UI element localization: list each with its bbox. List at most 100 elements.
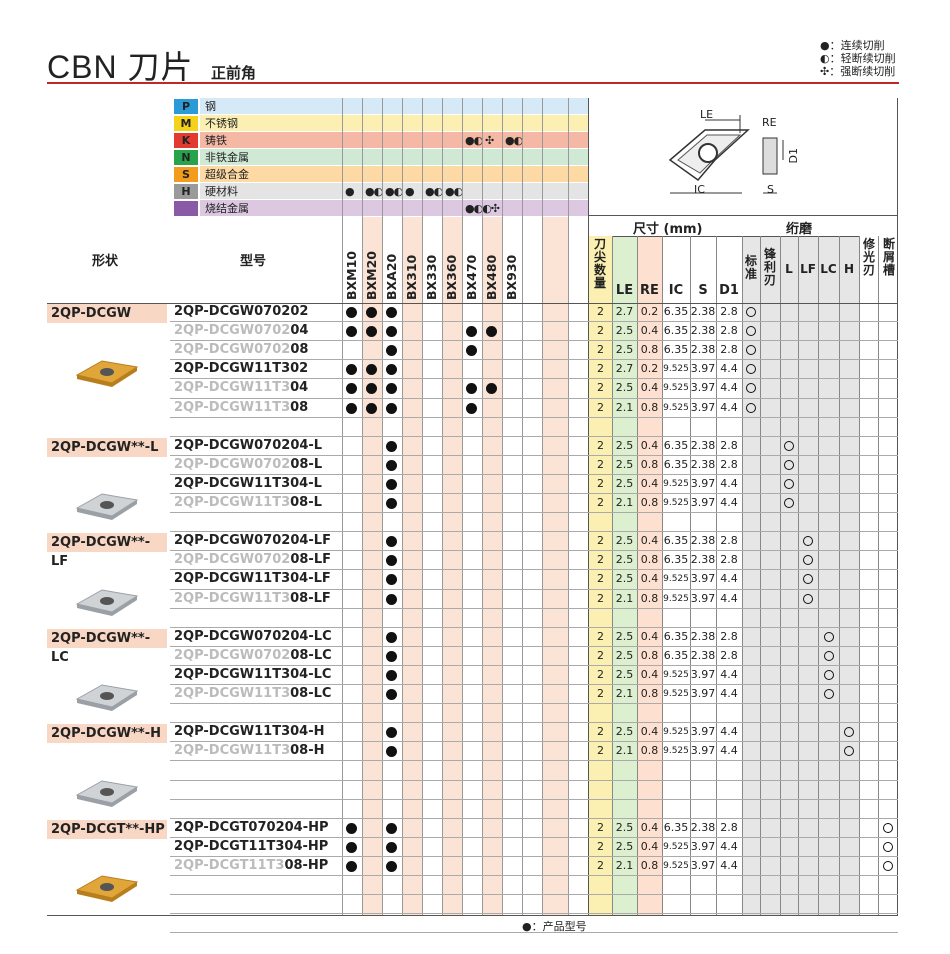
ic-value: 6.35 [663,305,689,318]
tip-value: 2 [597,591,604,605]
model-number: 2QP-DCGW070202 [174,304,309,319]
availability-dot [386,860,397,872]
le-value: 2.7 [615,305,634,318]
availability-dot [346,326,357,338]
re-value: 0.2 [640,305,659,318]
availability-dot [386,440,397,452]
tip-value: 2 [597,629,604,643]
tip-value: 2 [597,725,604,739]
grid-line [839,236,840,916]
std-header: 标准 [744,254,757,281]
tip-value: 2 [597,858,604,872]
row-line [170,760,898,762]
availability-dot [466,402,477,414]
ic-value: 6.35 [663,457,689,471]
availability-dot [486,326,497,338]
re-value: 0.4 [640,534,659,548]
insert-image [75,875,139,903]
grid-line [442,98,443,916]
row-line [170,531,898,533]
availability-dot [386,383,397,395]
le-value: 2.1 [615,496,634,509]
insert-dimension-diagram [668,115,784,194]
ic-value: 9.525 [663,669,689,680]
model-number: 2QP-DCGW070208-LC [174,647,332,663]
ic-value: 9.525 [663,364,689,375]
tip-value: 2 [597,343,604,357]
le-value: 2.7 [615,362,634,376]
availability-dot [386,746,397,758]
row-line [170,607,898,609]
honing-marker [746,402,756,413]
s-value: 3.97 [690,381,716,395]
material-name: 超级合金 [205,168,249,181]
le-value: 2.5 [615,648,634,662]
material-symbol: ● [405,185,415,198]
model-header: 型号 [240,254,267,269]
row-line [170,684,898,685]
re-value: 0.8 [640,553,659,567]
grade-header: BX480 [484,254,499,300]
header-bottom [47,303,898,304]
tip-value: 2 [597,305,604,318]
h-header: H [843,262,855,276]
le-value: 2.5 [615,457,634,471]
le-value: 2.5 [615,534,634,548]
grid-line [878,236,879,916]
grid-line [382,98,383,916]
page-subtitle: 正前角 [211,64,257,82]
row-line [170,550,898,552]
material-code-badge: K [174,133,198,148]
tip-value: 2 [597,381,604,395]
grade-header: BX360 [444,254,459,300]
re-value: 0.8 [640,457,659,471]
tip-value: 2 [597,438,604,452]
honing-marker [746,383,756,394]
grid-line [742,236,743,916]
insert-image [75,780,139,807]
material-code-badge: M [174,116,198,131]
honing-marker [803,574,813,585]
d1-value: 4.4 [720,687,738,700]
material-name: 铸铁 [205,134,227,147]
availability-dot [386,307,397,318]
d1-value: 2.8 [720,305,738,318]
s-value: 2.38 [690,324,716,338]
ic-value: 9.525 [663,593,689,604]
d1-value: 2.8 [720,648,738,662]
d1-value: 4.4 [720,591,738,605]
honing-marker [823,689,834,699]
ic-value: 9.525 [663,746,689,757]
row-line [170,359,898,361]
model-number: 2QP-DCGW070204-LC [174,628,332,644]
grid-line [662,236,663,916]
material-row [200,183,588,200]
tip-value: 2 [597,324,604,338]
honing-marker [803,555,813,566]
row-line [170,473,898,475]
honing-marker [823,669,834,680]
d1-value: 4.4 [720,839,738,853]
grade-stripe [442,98,462,916]
availability-dot [366,402,377,414]
grid-line [522,98,523,916]
re-value: 0.4 [640,839,659,853]
grade-header: BXA20 [384,253,399,300]
tip-value: 2 [597,496,604,509]
sharp-header: 锋利刃 [763,247,776,287]
honing-marker [844,746,854,757]
honing-marker [823,631,834,642]
material-row [200,149,588,166]
material-name: 钢 [205,100,216,113]
le-value: 2.5 [615,438,634,452]
grade-header: BX470 [464,254,479,300]
model-number: 2QP-DCGT11T308-HP [174,857,329,873]
s-value: 3.97 [690,400,716,414]
tip-value: 2 [597,553,604,567]
row-line [170,913,898,915]
table-bottom [47,915,898,916]
availability-dot [386,822,397,834]
grid-line [422,98,423,916]
d1-value: 4.4 [720,744,738,758]
le-value: 2.5 [615,381,634,395]
